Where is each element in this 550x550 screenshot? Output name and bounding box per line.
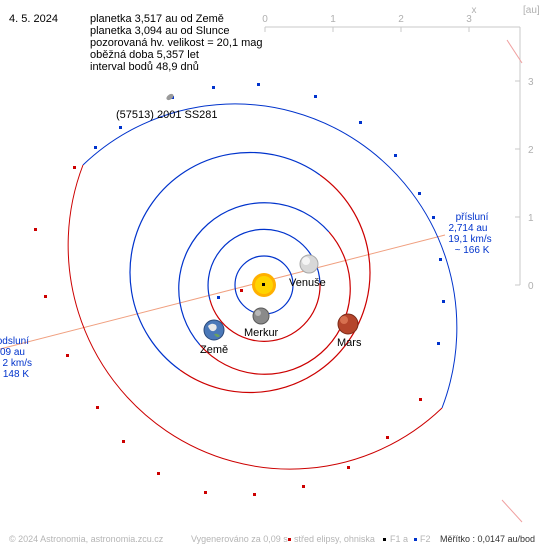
info-line-period: oběžná doba 5,357 let	[90, 49, 199, 61]
right-tick-0: 0	[528, 281, 534, 292]
info-line-earth-distance: planetka 3,517 au od Země	[90, 13, 224, 25]
asteroid-label: (57513) 2001 SS281	[116, 109, 218, 121]
planet-orbits	[129, 151, 371, 394]
mercury-icon	[252, 307, 270, 325]
legend-f1-marker	[383, 538, 386, 541]
aphelion-annotation: odsluní 09 au 2 km/s 148 K	[0, 336, 32, 380]
right-tick-1: 1	[528, 213, 534, 224]
right-tick-2: 2	[528, 145, 534, 156]
asteroid-orbit-points	[34, 83, 445, 496]
perihelion-title: přísluní	[456, 212, 489, 223]
axes: 0 1 2 3 x [au] 3 2 1 0	[262, 5, 540, 292]
info-line-sun-distance: planetka 3,094 au od Slunce	[90, 25, 230, 37]
second-focus-marker	[217, 296, 220, 299]
venus-orbit-red	[209, 282, 321, 342]
unit-label: [au]	[523, 5, 540, 16]
asteroid-orbit-red-arc	[67, 164, 443, 470]
top-tick-0: 0	[262, 14, 268, 25]
date-label: 4. 5. 2024	[9, 13, 58, 25]
footer-copyright: © 2024 Astronomia, astronomia.zcu.cz	[9, 534, 164, 544]
mars-icon	[337, 313, 359, 335]
aphelion-distance: 09 au	[0, 347, 25, 358]
aphelion-speed: 2 km/s	[3, 358, 32, 369]
perihelion-annotation: přísluní 2,714 au 19,1 km/s ~ 166 K	[448, 212, 491, 256]
perihelion-speed: 19,1 km/s	[448, 234, 491, 245]
info-block: planetka 3,517 au od Země planetka 3,094…	[90, 13, 263, 73]
aphelion-title: odsluní	[0, 336, 29, 347]
mars-orbit-red	[179, 174, 371, 394]
direction-marker-bottom	[501, 499, 523, 523]
venus-label: Venuše	[289, 277, 326, 289]
legend-center-marker	[288, 538, 291, 541]
earth-label: Země	[200, 344, 228, 356]
footer-generated: Vygenerováno za 0,09 s	[191, 534, 288, 544]
sun-focus-marker	[262, 283, 265, 286]
asteroid-icon	[166, 93, 174, 101]
earth-orbit-blue	[178, 202, 330, 346]
perihelion-distance: 2,714 au	[449, 223, 488, 234]
aphelion-temperature: 148 K	[3, 369, 29, 380]
x-axis-letter: x	[472, 5, 477, 16]
direction-marker-top	[506, 39, 523, 64]
footer-scale: Měřítko : 0,0147 au/bod	[440, 534, 536, 544]
top-tick-2: 2	[398, 14, 404, 25]
venus-icon	[299, 254, 319, 274]
top-tick-3: 3	[466, 14, 472, 25]
info-line-interval: interval bodů 48,9 dnů	[90, 61, 199, 73]
info-line-magnitude: pozorovaná hv. velikost = 20,1 mag	[90, 37, 263, 49]
perihelion-temperature: ~ 166 K	[455, 245, 490, 256]
apsis-line	[0, 234, 446, 350]
top-tick-1: 1	[330, 14, 336, 25]
right-tick-3: 3	[528, 77, 534, 88]
earth-icon	[203, 319, 225, 341]
legend-f2-marker	[414, 538, 417, 541]
mars-orbit-blue	[129, 151, 321, 371]
mars-label: Mars	[337, 337, 362, 349]
earth-orbit-red	[199, 231, 351, 375]
ellipse-center-marker	[240, 289, 243, 292]
footer-legend-f2: F2	[420, 534, 431, 544]
asteroid-orbit-blue-arc	[82, 103, 458, 409]
mercury-label: Merkur	[244, 327, 279, 339]
footer-legend-center: střed elipsy, ohniska	[294, 534, 375, 544]
footer-legend-f1: F1 a	[390, 534, 409, 544]
